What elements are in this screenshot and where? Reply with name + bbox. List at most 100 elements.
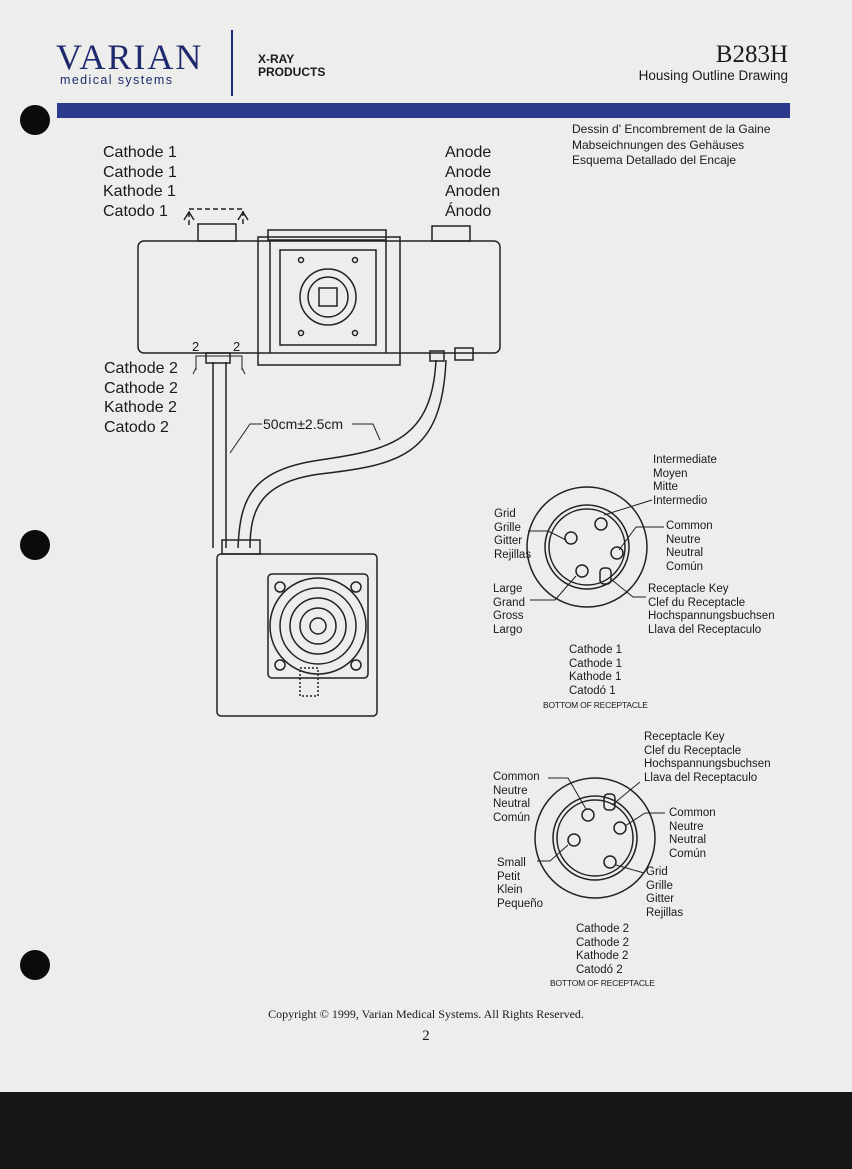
copyright: Copyright © 1999, Varian Medical Systems…: [268, 1007, 584, 1021]
translation: Esquema Detallado del Encaje: [572, 153, 737, 167]
housing-body: [137, 240, 501, 354]
label-line: Cathode 1: [569, 644, 623, 656]
label-line: Cathode 2: [576, 936, 630, 949]
label-line: Large: [493, 583, 523, 595]
label-line: Neutre: [493, 784, 528, 797]
binder-hole: [20, 950, 50, 980]
label-line: Kathode 2: [104, 399, 177, 416]
label-line: Común: [493, 811, 531, 824]
label-line: Cathode 1: [103, 163, 177, 181]
label-line: Common: [669, 807, 716, 819]
label-line: Catodó 1: [569, 684, 616, 697]
label-line: Hochspannungsbuchsen: [644, 758, 771, 770]
label-line: Cathode 1: [569, 657, 623, 670]
label-line: Receptacle Key: [644, 731, 725, 743]
label-line: Anode: [445, 144, 492, 161]
label-line: Común: [669, 847, 707, 860]
label-line: Catodo 1: [103, 202, 168, 220]
label-line: Gitter: [494, 535, 523, 547]
label-line: Receptacle Key: [648, 583, 729, 595]
tube-window: [299, 268, 357, 326]
division-line: PRODUCTS: [258, 65, 326, 79]
model-number: B283H: [715, 41, 788, 68]
receptacle-cathode2: [534, 777, 665, 899]
label-line: Common: [493, 771, 540, 783]
label-line: Rejillas: [646, 906, 684, 919]
label-line: Neutre: [666, 533, 701, 546]
label-line: Neutral: [669, 834, 707, 846]
label-line: Gitter: [646, 893, 675, 905]
label-line: Grid: [646, 866, 668, 878]
label-line: Mitte: [653, 481, 678, 493]
cathode1-label: Cathode 1 Cathode 1 Kathode 1 Catodo 1: [103, 143, 177, 221]
label-line: Gross: [493, 610, 524, 622]
label-line: Moyen: [653, 467, 688, 480]
anode-label: Anode Anode Anoden Ánodo: [445, 143, 500, 221]
title-translations: Dessin d' Encombrement de la Gaine Mabse…: [572, 122, 770, 169]
cable-cathode: [212, 362, 227, 548]
label-line: Llava del Receptaculo: [648, 623, 762, 636]
label-line: Anode: [445, 163, 492, 181]
fan-grille: [269, 577, 367, 675]
label-line: Petit: [497, 870, 521, 883]
label-line: Clef du Receptacle: [648, 596, 746, 609]
cable-length-dimension: 50cm±2.5cm: [263, 416, 344, 432]
label-line: Common: [666, 520, 713, 532]
label-line: Cathode 2: [576, 923, 630, 935]
label-line: Ánodo: [445, 202, 492, 220]
page-number: 2: [422, 1028, 430, 1044]
label-line: Intermedio: [653, 494, 708, 507]
label-line: Cathode 2: [104, 360, 178, 377]
label-line: Anoden: [445, 183, 501, 200]
label-line: Neutre: [669, 820, 704, 833]
receptacle1-subcaption: BOTTOM OF RECEPTACLE: [543, 700, 648, 710]
division-line: X-RAY: [258, 52, 295, 66]
header-divider: [231, 30, 233, 96]
label-line: Catodó 2: [576, 963, 623, 976]
label-line: Kathode 1: [103, 183, 176, 200]
label-line: Clef du Receptacle: [644, 744, 742, 757]
label-line: Cathode 2: [104, 379, 178, 397]
binder-hole: [20, 105, 50, 135]
port-mark: 2: [233, 339, 241, 354]
varian-logo: VARIAN: [56, 37, 204, 77]
label-line: Grid: [494, 508, 516, 520]
port-mark: 2: [192, 339, 200, 354]
label-line: Hochspannungsbuchsen: [648, 610, 775, 622]
label-line: Grille: [646, 879, 673, 892]
label-line: Llava del Receptaculo: [644, 771, 758, 784]
cathode1-port-dashed: [188, 208, 244, 225]
label-line: Grand: [493, 596, 525, 609]
label-line: Catodo 2: [104, 418, 169, 436]
cathode1-port: [197, 223, 237, 242]
label-line: Small: [497, 857, 526, 869]
housing-center: [257, 236, 401, 366]
label-line: Kathode 1: [569, 671, 622, 683]
scan-background: [0, 1092, 852, 1169]
translation: Mabseichnungen des Gehäuses: [572, 137, 745, 152]
document-title: Housing Outline Drawing: [638, 68, 788, 83]
logo-subtitle: medical systems: [60, 73, 174, 87]
label-line: Klein: [497, 884, 523, 896]
header-rule: [57, 103, 790, 118]
binder-hole: [20, 530, 50, 560]
label-line: Kathode 2: [576, 950, 629, 962]
label-line: Largo: [493, 623, 523, 636]
cathode2-label: Cathode 2 Cathode 2 Kathode 2 Catodo 2: [104, 359, 178, 437]
cooler-box: [216, 553, 378, 717]
label-line: Común: [666, 560, 704, 573]
label-line: Grille: [494, 521, 521, 534]
label-line: Intermediate: [653, 454, 717, 466]
anode-port: [431, 225, 471, 242]
